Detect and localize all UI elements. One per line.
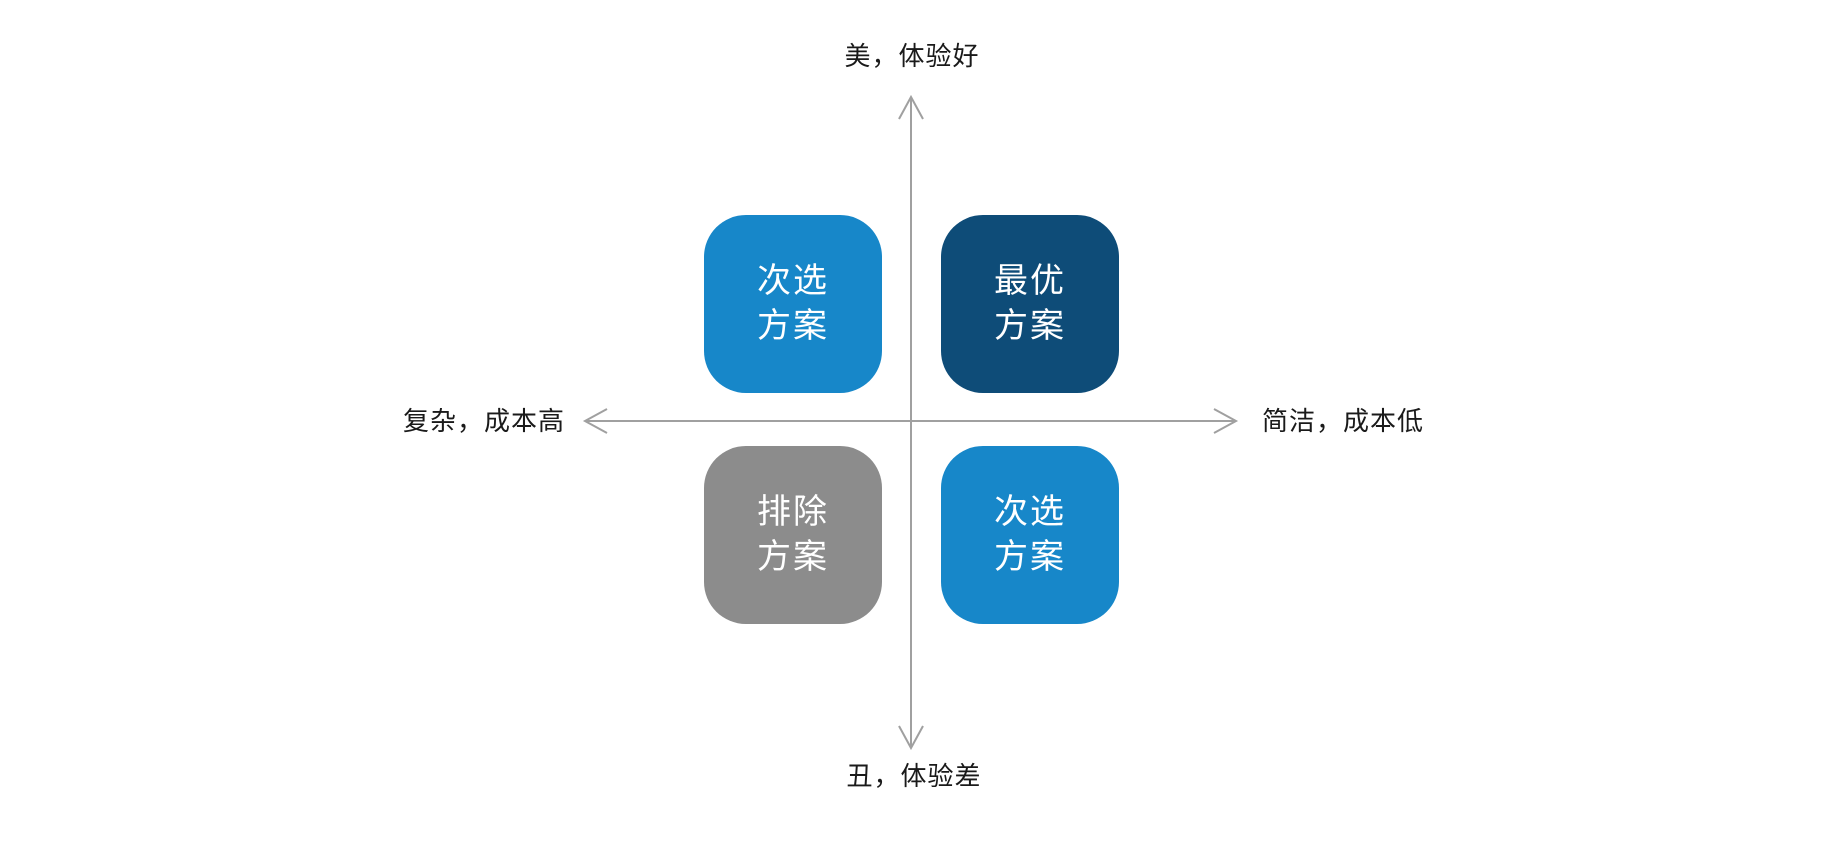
quadrant-label-line: 次选 xyxy=(757,262,829,300)
quadrant-label-line: 最优 xyxy=(994,262,1066,300)
arrow-left-icon xyxy=(582,408,608,434)
quadrant-label-line: 排除 xyxy=(757,493,829,531)
axis-label-left: 复杂，成本高 xyxy=(402,406,565,436)
arrow-right-icon xyxy=(1213,408,1239,434)
axis-label-right: 简洁，成本低 xyxy=(1262,406,1425,436)
axis-label-bottom: 丑，体验差 xyxy=(846,761,982,791)
quadrant-box-bottom-left: 排除 方案 xyxy=(704,446,882,624)
arrow-down-icon xyxy=(898,725,924,751)
quadrant-label-line: 方案 xyxy=(994,307,1066,345)
quadrant-label-line: 方案 xyxy=(757,307,829,345)
quadrant-box-top-left: 次选 方案 xyxy=(704,215,882,393)
axis-label-top: 美，体验好 xyxy=(844,41,980,71)
quadrant-label-line: 方案 xyxy=(757,538,829,576)
arrow-up-icon xyxy=(898,94,924,120)
quadrant-label-line: 方案 xyxy=(994,538,1066,576)
quadrant-label-line: 次选 xyxy=(994,493,1066,531)
quadrant-box-bottom-right: 次选 方案 xyxy=(941,446,1119,624)
quadrant-box-top-right: 最优 方案 xyxy=(941,215,1119,393)
